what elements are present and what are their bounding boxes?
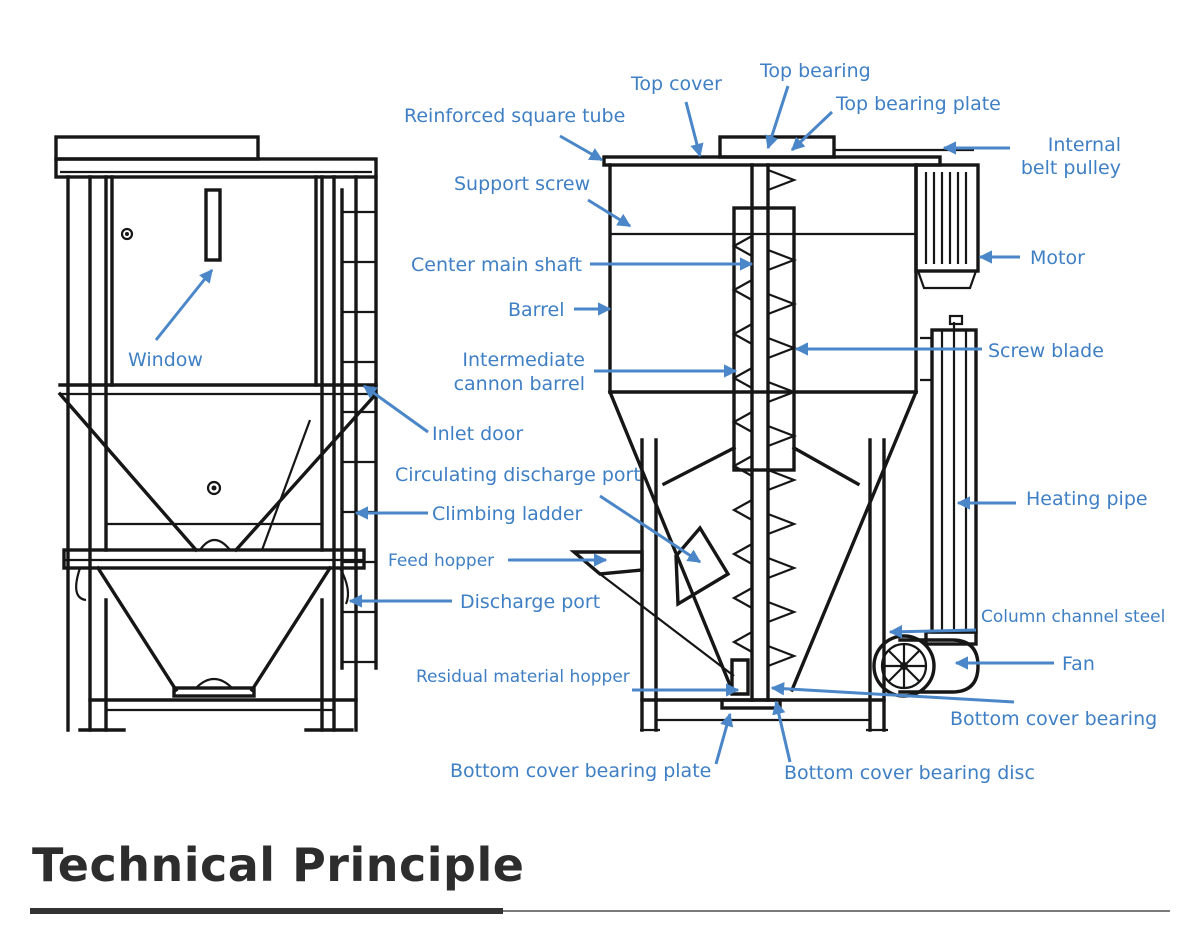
- label-climbing-ladder: Climbing ladder: [432, 503, 583, 525]
- label-internal-belt-pulley-1: Internal: [1048, 134, 1121, 156]
- heading-underline-accent: [30, 908, 503, 914]
- label-circulating-discharge-port: Circulating discharge port: [395, 464, 641, 486]
- label-discharge-port: Discharge port: [460, 591, 600, 613]
- callout-labels: Window Inlet door Climbing ladder Discha…: [128, 60, 1165, 784]
- callout-arrows: [154, 85, 1054, 765]
- label-intermediate-cannon-barrel-2: cannon barrel: [454, 373, 585, 395]
- label-support-screw: Support screw: [454, 173, 590, 195]
- label-motor: Motor: [1030, 247, 1085, 269]
- label-center-main-shaft: Center main shaft: [411, 254, 582, 276]
- label-residual-material-hopper: Residual material hopper: [416, 667, 630, 687]
- label-bottom-cover-bearing: Bottom cover bearing: [950, 708, 1157, 730]
- label-heating-pipe: Heating pipe: [1026, 488, 1148, 510]
- label-internal-belt-pulley-2: belt pulley: [1021, 157, 1121, 179]
- label-fan: Fan: [1062, 653, 1095, 675]
- heading-underline: [30, 910, 1170, 912]
- label-inlet-door: Inlet door: [432, 423, 523, 445]
- label-top-bearing-plate: Top bearing plate: [835, 93, 1001, 115]
- label-barrel: Barrel: [508, 299, 565, 321]
- label-screw-blade: Screw blade: [988, 340, 1104, 362]
- label-intermediate-cannon-barrel-1: Intermediate: [462, 349, 585, 371]
- section-heading: Technical Principle: [32, 838, 525, 892]
- left-machine-drawing: [54, 135, 379, 732]
- label-column-channel-steel: Column channel steel: [981, 607, 1165, 627]
- label-feed-hopper: Feed hopper: [388, 551, 494, 571]
- label-top-bearing: Top bearing: [759, 60, 871, 82]
- label-reinforced-square-tube: Reinforced square tube: [404, 105, 625, 127]
- label-top-cover: Top cover: [630, 73, 722, 95]
- label-bottom-cover-bearing-disc: Bottom cover bearing disc: [784, 762, 1035, 784]
- right-machine-drawing: [569, 135, 980, 732]
- label-window: Window: [128, 349, 203, 371]
- label-bottom-cover-bearing-plate: Bottom cover bearing plate: [450, 760, 711, 782]
